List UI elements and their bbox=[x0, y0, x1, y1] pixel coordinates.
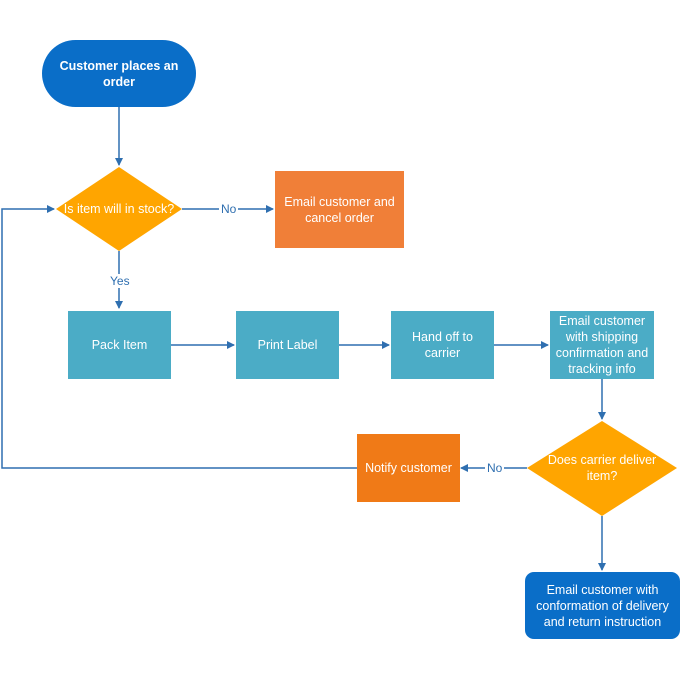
end-node-delivery-email[interactable]: Email customer with conformation of deli… bbox=[525, 572, 680, 639]
stock-check-diamond[interactable] bbox=[56, 167, 182, 251]
hand-off-to-carrier-node[interactable]: Hand off to carrier bbox=[391, 311, 494, 379]
edge-label-stock-no: No bbox=[219, 202, 239, 216]
deliver-check-label: Does carrier deliver item? bbox=[547, 453, 657, 483]
edge-notify-loop-to-stock bbox=[1, 205, 357, 469]
edge-label-stock-yes: Yes bbox=[108, 274, 132, 288]
cancel-order-node[interactable]: Email customer and cancel order bbox=[275, 171, 404, 248]
stock-check-label: Is item will in stock? bbox=[63, 202, 175, 216]
notify-customer-node[interactable]: Notify customer bbox=[357, 434, 460, 502]
deliver-check-diamond[interactable] bbox=[527, 421, 677, 516]
print-label-node[interactable]: Print Label bbox=[236, 311, 339, 379]
pack-item-node[interactable]: Pack Item bbox=[68, 311, 171, 379]
edge-label-deliver-no: No bbox=[485, 461, 505, 475]
shipping-email-node[interactable]: Email customer with shipping confirmatio… bbox=[550, 311, 654, 379]
start-node-customer-places-order[interactable]: Customer places an order bbox=[42, 40, 196, 107]
